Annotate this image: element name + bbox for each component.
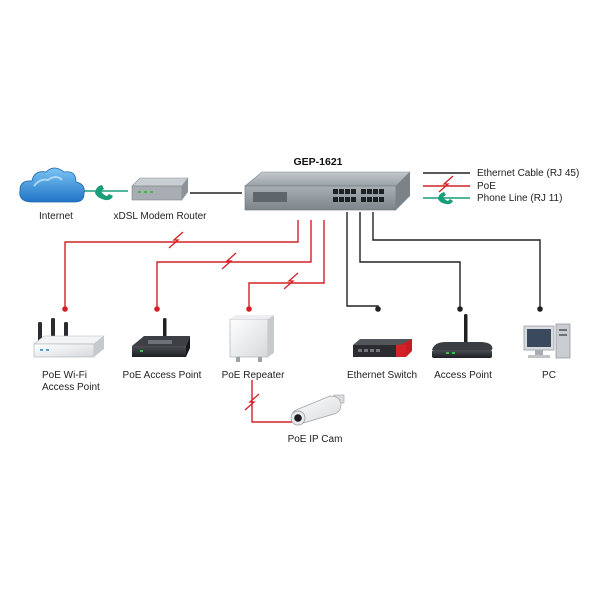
lightning-bolt-icon [168, 231, 184, 249]
poe-line-wifi-ap [64, 220, 299, 308]
poe-line-poe-ap [156, 220, 312, 308]
label-ethernet-switch: Ethernet Switch [347, 370, 417, 381]
ethernet-switch-icon [353, 339, 412, 357]
phone-handset-icon [438, 192, 453, 205]
lightning-bolt-icon [283, 272, 299, 290]
endpoint-dot [246, 306, 252, 312]
poe-line-ip-cam [251, 380, 292, 423]
lightning-bolt-icon [244, 393, 260, 411]
gigabit-switch-icon [244, 171, 411, 211]
ip-camera-icon [290, 394, 345, 426]
lightning-bolt-icon [438, 175, 454, 193]
wifi-access-point-icon [33, 318, 105, 358]
lightning-bolt-icon [221, 252, 237, 270]
connection-lines [62, 190, 543, 423]
phone-handset-icon [95, 185, 113, 201]
cloud-icon [19, 167, 85, 203]
legend-label-ethernet: Ethernet Cable (RJ 45) [477, 168, 579, 179]
ethernet-line-access-point [359, 212, 461, 308]
poe-line-repeater [248, 220, 325, 308]
label-access-point: Access Point [434, 370, 492, 381]
label-pc: PC [542, 370, 556, 381]
access-point-icon [432, 314, 493, 358]
poe-access-point-icon [132, 318, 190, 357]
label-poe-access-point: PoE Access Point [123, 370, 202, 381]
endpoint-dot [62, 306, 68, 312]
switch-model-title: GEP-1621 [293, 156, 342, 168]
poe-repeater-icon [229, 315, 274, 362]
endpoint-dot [457, 306, 463, 312]
label-poe-repeater: PoE Repeater [222, 370, 285, 381]
label-poe-ip-cam: PoE IP Cam [288, 434, 343, 445]
endpoint-dot [537, 306, 543, 312]
label-poe-wifi-ap-line1: PoE Wi-Fi [42, 370, 87, 381]
legend-label-phone: Phone Line (RJ 11) [477, 193, 562, 204]
endpoint-dot [375, 306, 381, 312]
pc-icon [523, 323, 571, 359]
poe-bolts [168, 231, 299, 411]
legend: Ethernet Cable (RJ 45) PoE Phone Line (R… [423, 168, 579, 205]
endpoint-dot [154, 306, 160, 312]
legend-label-poe: PoE [477, 181, 496, 192]
modem-router-icon [131, 177, 189, 201]
label-modem: xDSL Modem Router [114, 211, 208, 222]
ethernet-line-pc [372, 212, 541, 308]
label-poe-wifi-ap-line2: Access Point [42, 382, 100, 393]
label-internet: Internet [39, 211, 73, 222]
